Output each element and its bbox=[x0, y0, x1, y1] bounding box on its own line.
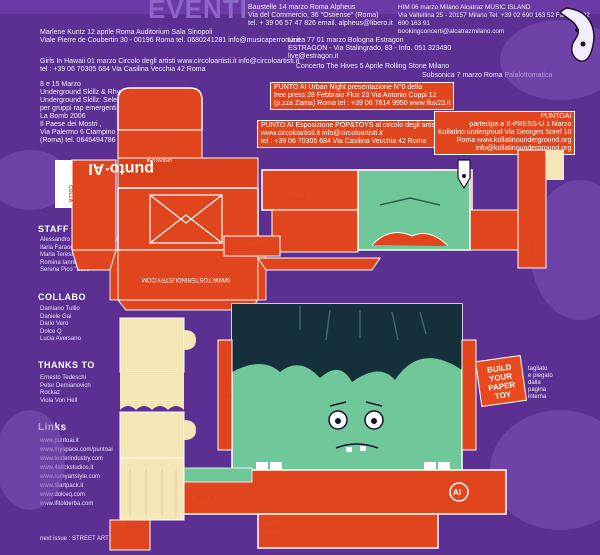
thanks-heading: THANKS TO bbox=[38, 360, 95, 370]
badge-text: BUILD YOUR PAPER TOY bbox=[486, 362, 516, 401]
build-your-paper-toy-badge: BUILD YOUR PAPER TOY bbox=[475, 355, 527, 407]
list-item[interactable]: www.romyartstyle.com bbox=[40, 474, 101, 480]
list-item: Rockaz bbox=[40, 390, 61, 397]
event-listing-baustelle: Baustelle 14 marzo Roma Alpheus Via del … bbox=[248, 4, 393, 27]
list-item: Serena Pico "Sere" bbox=[40, 267, 92, 274]
event-listing-girls-in-hawaii: Girls In Hawaii 01 marzo Circolo degli a… bbox=[40, 58, 300, 73]
list-item: Dario Vero bbox=[40, 321, 69, 328]
side-flaps: COLLA bbox=[517, 149, 564, 269]
punto-ai-pop-toys-box: PUNTO AI Esposizione POP&TOYS al circolo… bbox=[257, 120, 443, 148]
cream-hand-pieces bbox=[119, 317, 196, 521]
list-item[interactable]: www.myspace.com/puntoai bbox=[40, 447, 113, 453]
collabo-heading: COLLABO bbox=[38, 292, 86, 302]
list-item: Damiano Tullio bbox=[40, 306, 80, 312]
event-listing-marlene-kuntz: Marlene Kuntz 12 aprile Roma Auditorium … bbox=[40, 29, 301, 44]
green-torso-piece bbox=[357, 159, 471, 251]
header-bar: EVENTI bbox=[0, 0, 600, 24]
list-item[interactable]: www.ifitolderba.com bbox=[40, 501, 94, 507]
list-item: Daniele Gai bbox=[40, 313, 72, 320]
punto-ai-urban-night-box: PUNTO AI Urban Night presentazione N°0 d… bbox=[270, 82, 455, 110]
glue-label: COLLA bbox=[249, 246, 267, 252]
background-clouds bbox=[0, 20, 600, 530]
toy-brand-logo: punto·AI bbox=[88, 160, 154, 177]
box-top-piece: COLLA punto·AI URBAN LAB WWW.TOSTERINDUS… bbox=[55, 87, 267, 311]
glue-label: COLLA bbox=[126, 524, 144, 530]
pen-nib-icon bbox=[457, 159, 471, 190]
glue-label: COLLA bbox=[528, 240, 534, 258]
tentacle-decoration bbox=[558, 7, 595, 62]
list-item[interactable]: www.tosterindustry.com bbox=[40, 456, 103, 462]
list-item[interactable]: www.4stickstudios.it bbox=[40, 465, 94, 471]
page-title: EVENTI bbox=[148, 0, 248, 24]
teeth-flaps bbox=[256, 462, 450, 470]
punto-ai-x-press-u-box: PUNTOAI partecipa a X-PRESS-U 1 Marzo Ko… bbox=[434, 111, 576, 155]
event-listing-the-hives: Concerto The Hives 5 Aprile Rolling Ston… bbox=[296, 63, 450, 70]
list-item: Romina Iannuzzi "Lil'Ro" bbox=[40, 259, 106, 266]
toy-url: WWW.TOSTERINDUSTRY.COM bbox=[142, 276, 230, 282]
glue-label: COLLA bbox=[264, 526, 282, 532]
staff-heading: STAFF bbox=[38, 224, 69, 234]
glue-label: COLLA bbox=[223, 380, 229, 398]
event-listing-linea77: Linea 77 01 marzo Bologna Estragon ESTRA… bbox=[288, 37, 452, 60]
toy-brand-sub: URBAN LAB bbox=[146, 158, 172, 163]
glue-label: COLLA bbox=[289, 196, 307, 202]
list-item[interactable]: www.startpack.it bbox=[40, 483, 84, 489]
badge-note: tagliato e piegato dalla pagina interna bbox=[528, 366, 553, 400]
glue-label: COLLA bbox=[67, 185, 73, 203]
list-item[interactable]: www.dolceq.com bbox=[40, 492, 86, 498]
belt-buckle-label: AI bbox=[453, 488, 461, 497]
character-head: COLLA bbox=[217, 303, 477, 485]
glue-label: COLLA bbox=[196, 496, 214, 502]
next-issue-note: next issue : STREET ART bbox=[40, 536, 109, 542]
list-item: Peter Demianovich bbox=[40, 382, 91, 389]
list-item: Ernesto Tedeschi bbox=[40, 375, 86, 381]
list-item: Dolce Q bbox=[40, 328, 62, 335]
list-item: Viola Von Hell bbox=[40, 397, 78, 404]
list-item: Lucia Aversano bbox=[40, 336, 81, 343]
list-item: Ilaria Faraoni "Jin" bbox=[40, 244, 89, 251]
